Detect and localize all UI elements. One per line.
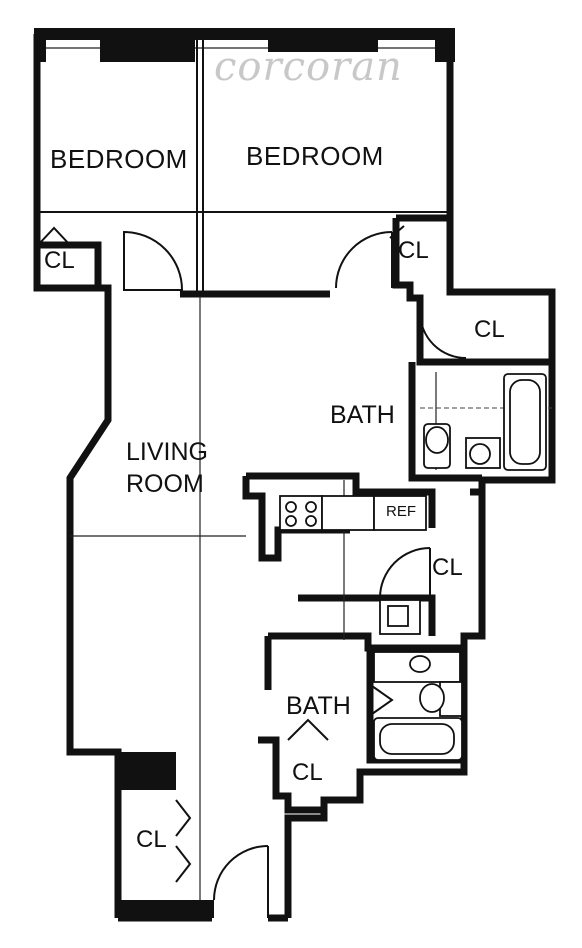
door-swings (37, 225, 467, 918)
corcoran-watermark: corcoran (214, 44, 403, 90)
closet-middle-right-label: CL (432, 554, 463, 581)
closet-lower-center-label: CL (292, 759, 323, 786)
entry-column (118, 752, 176, 790)
bath-upper-label: BATH (330, 401, 395, 429)
closet-bedroom-left-label: CL (44, 247, 75, 274)
refrigerator-label: REF (386, 503, 416, 520)
bedroom-right-label: BEDROOM (246, 141, 384, 171)
bath-lower-label: BATH (286, 692, 351, 720)
living-room-label-line2: ROOM (126, 470, 204, 498)
bedroom-left-label: BEDROOM (50, 144, 188, 174)
closet-upper-right-label: CL (474, 316, 505, 343)
fixtures (279, 373, 547, 761)
interior-walls (37, 40, 552, 814)
living-room-label-line1: LIVING (126, 438, 208, 466)
top-windows (34, 28, 455, 62)
closet-entry-label: CL (136, 826, 167, 853)
closet-bedroom-right-label: CL (398, 237, 429, 264)
